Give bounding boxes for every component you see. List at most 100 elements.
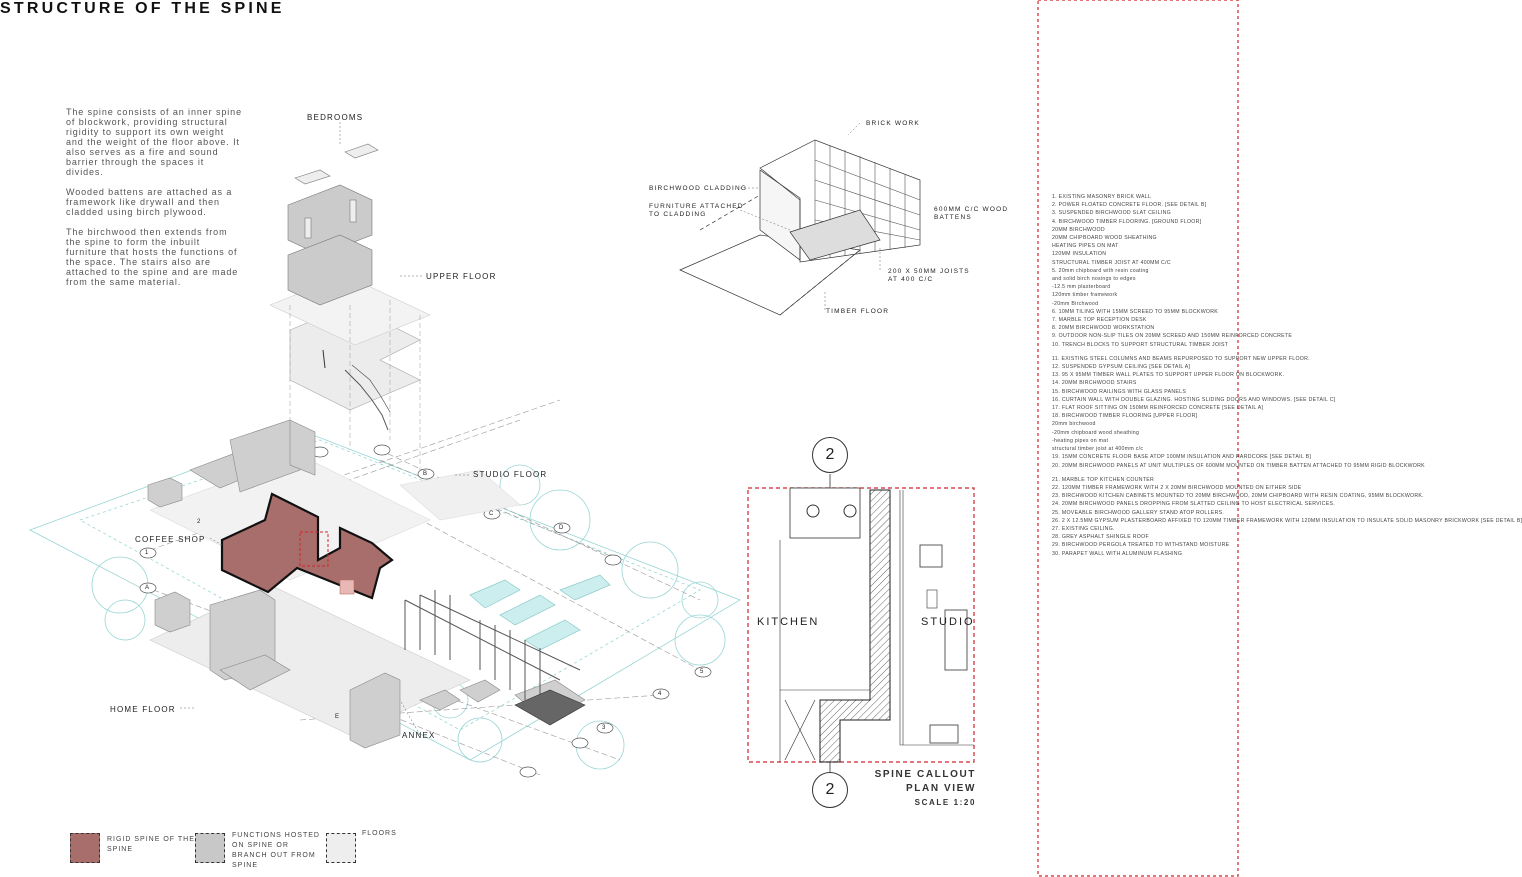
intro-paragraph-3: The birchwood then extends from the spin…: [66, 227, 239, 287]
grid-marker-d: D: [559, 525, 565, 531]
callout-title: SPINE CALLOUT PLAN VIEW SCALE 1:20: [840, 768, 976, 810]
grid-marker-b: B: [423, 471, 429, 477]
notes-list: 1. EXISTING MASONRY BRICK WALL 2. POWER F…: [1052, 193, 1522, 558]
note-item: HEATING PIPES ON MAT: [1052, 243, 1119, 250]
note-item: 26. 2 X 12.5MM GYPSUM PLASTERBOARD AFFIX…: [1052, 517, 1522, 524]
note-item: 3. SUSPENDED BIRCHWOOD SLAT CEILING: [1052, 210, 1171, 217]
note-item: 23. BIRCHWOOD KITCHEN CABINETS MOUNTED T…: [1052, 493, 1424, 500]
notes-frame: [1037, 0, 1239, 877]
spine: [220, 492, 394, 600]
note-item: -20mm Birchwood: [1052, 300, 1099, 307]
note-item: 120MM INSULATION: [1052, 251, 1107, 258]
note-item: 18. BIRCHWOOD TIMBER FLOORING [UPPER FLO…: [1052, 413, 1198, 420]
note-item: 20MM BIRCHWOOD: [1052, 226, 1105, 233]
note-item: 9. OUTDOOR NON-SLIP TILES ON 20MM SCREED…: [1052, 333, 1293, 340]
note-item: 10. TRENCH BLOCKS TO SUPPORT STRUCTURAL …: [1052, 341, 1229, 348]
intro-paragraph-2: Wooded battens are attached as a framewo…: [66, 187, 233, 217]
annex-pavilion: [514, 689, 586, 726]
upper-floor: [269, 274, 431, 431]
legend-swatch-spine: [70, 833, 100, 863]
bedroom-walls: [287, 143, 379, 306]
label-furniture-2: TO CLADDING: [649, 211, 707, 218]
label-furniture-1: FURNITURE ATTACHED: [649, 203, 744, 210]
note-item: -12.5 mm plasterboard: [1052, 284, 1111, 291]
function-blocks: [147, 419, 586, 749]
section-marker-bottom: 2: [812, 772, 848, 808]
note-item: 20. 20MM BIRCHWOOD PANELS AT UNIT MULTIP…: [1052, 462, 1425, 469]
note-item: 25. MOVEABLE BIRCHWOOD GALLERY STAND ATO…: [1052, 509, 1225, 516]
note-item: 21. MARBLE TOP KITCHEN COUNTER: [1052, 476, 1155, 483]
label-battens-1: 600MM C/C WOOD: [934, 206, 1009, 213]
pergola: [404, 590, 581, 705]
studio-floor-slab: [399, 469, 521, 521]
home-floor-slab: [149, 584, 471, 736]
callout-plan: [747, 474, 975, 772]
note-item: 15. BIRCHWOOD RAILINGS WITH GLASS PANELS: [1052, 388, 1187, 395]
note-item: 30. PARAPET WALL WITH ALUMINUM FLASHING: [1052, 550, 1183, 557]
grid-markers: [139, 444, 712, 778]
note-item: 27. EXISTING CEILING.: [1052, 525, 1115, 532]
note-item: 2. POWER FLOATED CONCRETE FLOOR. [SEE DE…: [1052, 202, 1207, 209]
note-item: 16. CURTAIN WALL WITH DOUBLE GLAZING. HO…: [1052, 396, 1336, 403]
note-item: 11. EXISTING STEEL COLUMNS AND BEAMS REP…: [1052, 355, 1310, 362]
note-item: 8. 20MM BIRCHWOOD WORKSTATION: [1052, 325, 1155, 332]
label-birchwood-cladding: BIRCHWOOD CLADDING: [649, 185, 748, 192]
callout-title-line2: PLAN VIEW: [906, 783, 976, 794]
label-timber-floor: TIMBER FLOOR: [826, 308, 890, 315]
note-item: 4. BIRCHWOOD TIMBER FLOORING. [GROUND FL…: [1052, 218, 1202, 225]
note-item: and solid birch nosings to edges: [1052, 276, 1136, 283]
note-item: 6. 10MM TILING WITH 15MM SCREED TO 95MM …: [1052, 308, 1219, 315]
label-brick-work: BRICK WORK: [866, 120, 920, 127]
note-item: 17. FLAT ROOF SITTING ON 150MM REINFORCE…: [1052, 405, 1264, 412]
note-item: 14. 20MM BIRCHWOOD STAIRS: [1052, 380, 1137, 387]
note-item: -20mm chipboard wood sheathing: [1052, 429, 1140, 436]
projection-lines: [289, 300, 421, 470]
grid-marker-2: 2: [197, 519, 202, 525]
callout-scale: SCALE 1:20: [914, 798, 976, 807]
note-item: 7. MARBLE TOP RECEPTION DESK: [1052, 317, 1147, 324]
note-item: 13. 95 X 95MM TIMBER WALL PLATES TO SUPP…: [1052, 372, 1285, 379]
note-item: 28. GREY ASPHALT SHINGLE ROOF: [1052, 534, 1149, 541]
wall-detail: [679, 139, 921, 316]
grid-marker-a: A: [145, 585, 151, 591]
note-item: 22. 120MM TIMBER FRAMEWORK WITH 2 X 20MM…: [1052, 484, 1302, 491]
legend-text-spine: RIGID SPINE OF THE SPINE: [107, 836, 195, 853]
legend-swatch-functions: [195, 833, 225, 863]
label-annex: ANNEX: [402, 731, 436, 740]
note-item: 29. BIRCHWOOD PERGOLA TREATED TO WITHSTA…: [1052, 542, 1230, 549]
note-item: 19. 15MM CONCRETE FLOOR BASE ATOP 100MM …: [1052, 454, 1312, 461]
label-home-floor: HOME FLOOR: [110, 705, 176, 714]
legend-text-functions: FUNCTIONS HOSTED ON SPINE OR BRANCH OUT …: [232, 832, 320, 869]
legend-text-floors: FLOORS: [362, 830, 397, 837]
grid-marker-3: 3: [602, 725, 607, 731]
drawing-canvas: [29, 0, 1239, 877]
room-studio: STUDIO: [921, 616, 975, 628]
note-item: 20mm birchwood: [1052, 421, 1096, 428]
callout-title-line1: SPINE CALLOUT: [874, 769, 976, 780]
label-joists-1: 200 X 50MM JOISTS: [888, 268, 970, 275]
grid-marker-c: C: [489, 511, 495, 517]
note-item: 24. 20MM BIRCHWOOD PANELS DROPPING FROM …: [1052, 501, 1335, 508]
grid-marker-4: 4: [658, 691, 663, 697]
section-marker-top: 2: [812, 437, 848, 473]
label-coffee-shop: COFFEE SHOP: [135, 535, 206, 544]
note-item: structural timber joist at 400mm c/c: [1052, 446, 1144, 453]
note-item: 1. EXISTING MASONRY BRICK WALL: [1052, 194, 1152, 200]
legend-swatch-floors: [326, 833, 356, 863]
note-item: -heating pipes on mat: [1052, 437, 1109, 444]
room-kitchen: KITCHEN: [757, 616, 820, 628]
note-item: STRUCTURAL TIMBER JOIST AT 400MM C/C: [1052, 259, 1171, 266]
label-battens-2: BATTENS: [934, 214, 972, 221]
page-title: STRUCTURE OF THE SPINE: [0, 0, 285, 17]
grid-marker-5: 5: [700, 669, 705, 675]
intro-paragraph-1: The spine consists of an inner spine of …: [66, 107, 242, 177]
label-upper-floor: UPPER FLOOR: [426, 272, 497, 281]
note-item: 5. 20mm chipboard with resin coating: [1052, 267, 1149, 274]
note-item: 20MM CHIPBOARD WOOD SHEATHING: [1052, 235, 1157, 242]
grid-marker-e: E: [335, 714, 341, 720]
label-studio-floor: STUDIO FLOOR: [473, 470, 548, 479]
grid-marker-1: 1: [145, 550, 150, 556]
note-item: 12. SUSPENDED GYPSUM CEILING [SEE DETAIL…: [1052, 364, 1191, 371]
glass-panels: [469, 574, 611, 651]
note-item: 120mm timber framework: [1052, 292, 1118, 299]
